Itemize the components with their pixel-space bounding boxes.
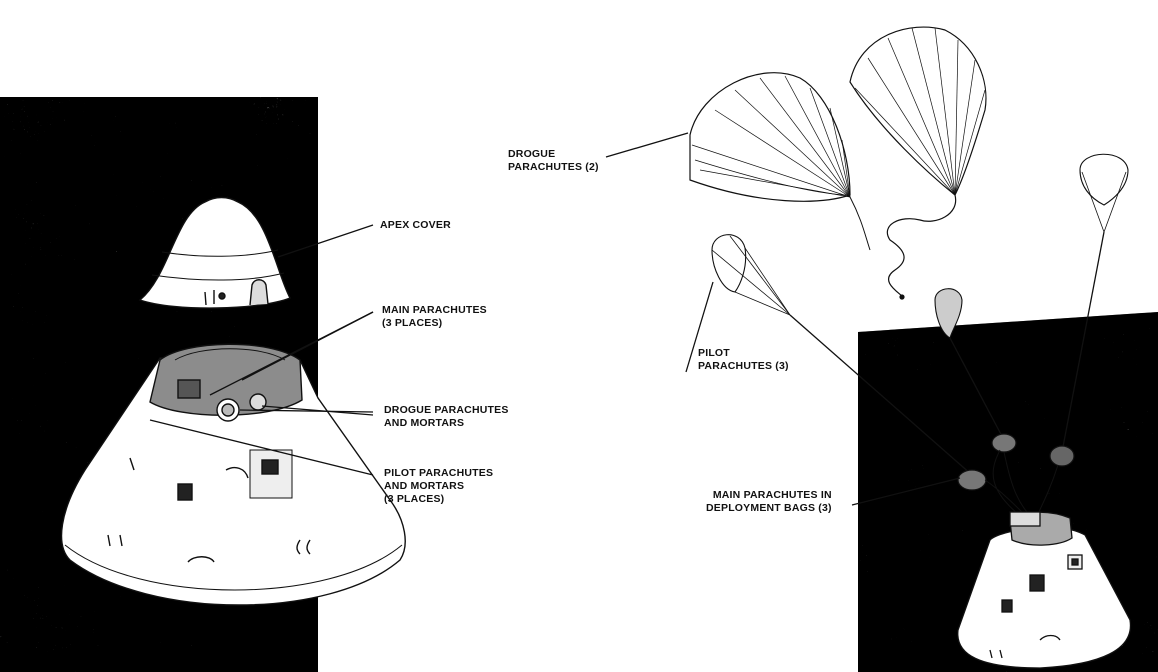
label-line: DEPLOYMENT BAGS (3) [706, 502, 832, 515]
label-drogue-parachutes: DROGUE PARACHUTES (2) [508, 148, 599, 174]
label-drogue-parachutes-and-mortars: DROGUE PARACHUTES AND MORTARS [384, 404, 509, 430]
label-line: PILOT PARACHUTES [384, 467, 493, 480]
label-line: APEX COVER [380, 219, 451, 232]
label-pilot-parachutes: PILOT PARACHUTES (3) [698, 347, 789, 373]
drogue-riser-line [850, 197, 870, 250]
label-line: MAIN PARACHUTES [382, 304, 487, 317]
label-line: DROGUE [508, 148, 599, 161]
label-line: (3 PLACES) [382, 317, 487, 330]
label-main-parachutes: MAIN PARACHUTES (3 PLACES) [382, 304, 487, 330]
label-line: PARACHUTES (3) [698, 360, 789, 373]
label-line: (3 PLACES) [384, 493, 493, 506]
label-line: PARACHUTES (2) [508, 161, 599, 174]
drogue-parachute-right [850, 27, 986, 299]
drogue-parachute-left [690, 73, 850, 202]
label-main-parachutes-in-deployment-bags: MAIN PARACHUTES IN DEPLOYMENT BAGS (3) [706, 489, 832, 515]
label-line: AND MORTARS [384, 417, 509, 430]
label-pilot-parachutes-and-mortars: PILOT PARACHUTES AND MORTARS (3 PLACES) [384, 467, 493, 506]
label-line: AND MORTARS [384, 480, 493, 493]
label-line: MAIN PARACHUTES IN [706, 489, 832, 502]
label-apex-cover: APEX COVER [380, 219, 451, 232]
label-line: DROGUE PARACHUTES [384, 404, 509, 417]
label-line: PILOT [698, 347, 789, 360]
